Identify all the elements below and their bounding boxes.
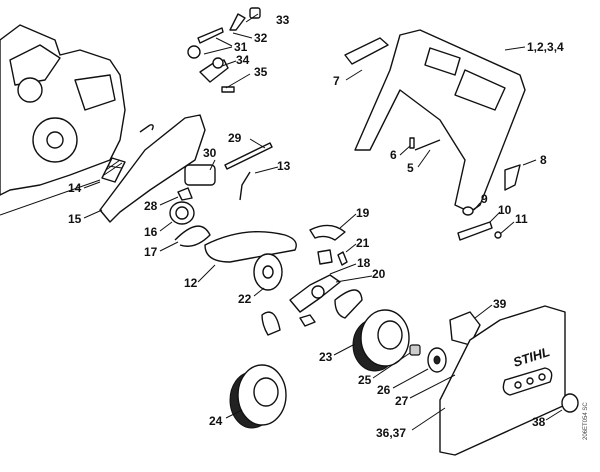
callout-36-37: 36,37 [376, 426, 407, 440]
callout-26: 26 [377, 383, 391, 397]
callout-16: 16 [144, 225, 158, 239]
clutch-shoe-19 [309, 224, 346, 241]
grip-7 [344, 37, 389, 65]
part-11 [494, 231, 502, 239]
callout-39: 39 [493, 297, 507, 311]
part-18 [317, 249, 333, 265]
callout-17: 17 [144, 245, 158, 259]
callout-19: 19 [356, 206, 370, 220]
callout-9: 9 [481, 192, 488, 206]
callout-1-2-3-4: 1,2,3,4 [527, 40, 564, 54]
spring-21 [337, 251, 348, 266]
part-32 [229, 13, 246, 31]
callout-31: 31 [234, 40, 248, 54]
callout-27: 27 [395, 394, 409, 408]
callout-22: 22 [238, 292, 252, 306]
spring-14 [101, 157, 126, 183]
callout-12: 12 [184, 276, 198, 290]
part-33 [249, 7, 261, 19]
callout-14: 14 [68, 181, 82, 195]
screw-35 [221, 86, 235, 93]
part-5 [414, 139, 441, 151]
screw-31 [197, 27, 224, 44]
clutch-drum-23 [352, 309, 410, 372]
clutch-shoe [261, 311, 281, 336]
callout-35: 35 [254, 65, 268, 79]
callout-13: 13 [277, 159, 291, 173]
part-39 [449, 311, 481, 346]
callout-10: 10 [498, 203, 512, 217]
hand-guard-1-2-3-4 [354, 29, 526, 213]
drawing-code: 206ET054 SC [583, 402, 589, 440]
leader-lines [83, 13, 563, 431]
callout-18: 18 [357, 256, 371, 270]
callout-7: 7 [333, 74, 340, 88]
callout-32: 32 [254, 31, 268, 45]
brake-band-12 [204, 231, 297, 263]
callout-24: 24 [209, 414, 223, 428]
spring-17 [174, 225, 211, 247]
callout-29: 29 [228, 131, 242, 145]
nut-38 [561, 393, 579, 413]
clutch-shoe-20 [334, 289, 363, 319]
sprocket-cover-36-37: STIHL [439, 305, 566, 456]
callout-33: 33 [276, 13, 290, 27]
callout-23: 23 [319, 350, 333, 364]
callout-15: 15 [68, 212, 82, 226]
needle-cage-25 [409, 344, 421, 356]
callout-38: 38 [532, 415, 546, 429]
part-30 [184, 164, 216, 186]
part-28 [177, 187, 193, 201]
part-13 [239, 171, 251, 201]
callout-21: 21 [356, 236, 370, 250]
callout-30: 30 [203, 146, 217, 160]
clutch-drum-24 [229, 364, 287, 429]
callout-34: 34 [236, 53, 250, 67]
callout-25: 25 [358, 373, 372, 387]
part-10 [457, 221, 493, 241]
callout-20: 20 [372, 267, 386, 281]
callout-5: 5 [407, 161, 414, 175]
washer-9 [462, 206, 474, 216]
brake-band-15 [99, 114, 206, 223]
screw-6 [409, 137, 415, 149]
callout-11: 11 [515, 212, 528, 226]
callout-28: 28 [144, 199, 158, 213]
callout-8: 8 [540, 153, 547, 167]
bolt-29 [224, 142, 273, 170]
part-8 [504, 164, 521, 191]
callout-6: 6 [390, 148, 397, 162]
engine-housing [0, 24, 126, 216]
